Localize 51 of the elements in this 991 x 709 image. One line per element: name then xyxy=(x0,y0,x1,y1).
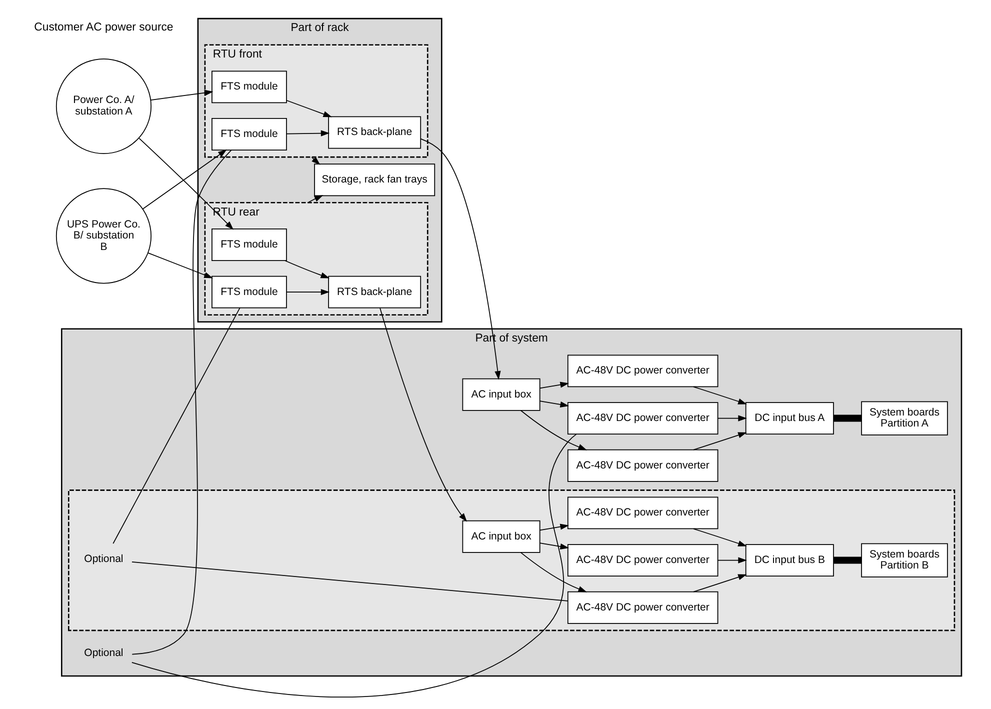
node-box: RTS back-plane xyxy=(328,276,421,308)
node-box: AC-48V DC power converter xyxy=(566,354,718,388)
node-box: AC input box xyxy=(462,520,540,553)
arrow xyxy=(286,100,332,118)
arrow xyxy=(539,524,569,531)
arrow xyxy=(539,400,569,408)
arrow xyxy=(520,410,587,450)
node-box: System boards Partition B xyxy=(860,543,948,578)
node-box: FTS module xyxy=(211,118,286,150)
node-box: DC input bus B xyxy=(744,544,834,577)
connector xyxy=(130,434,576,698)
node-box: FTS module xyxy=(211,276,286,308)
node-box: RTS back-plane xyxy=(328,116,421,149)
node-text: Optional xyxy=(84,646,123,659)
arrow xyxy=(310,156,320,165)
arrow xyxy=(147,252,212,278)
node-box: AC-48V DC power converter xyxy=(566,402,718,434)
node-box: System boards Partition A xyxy=(860,401,948,436)
node-box: AC-48V DC power converter xyxy=(566,591,718,624)
node-box: AC input box xyxy=(462,378,540,411)
connector xyxy=(131,150,232,655)
connector xyxy=(131,561,568,602)
arrow xyxy=(306,195,323,204)
arrow xyxy=(284,260,330,278)
arrow xyxy=(286,130,330,136)
arrow xyxy=(286,288,330,296)
label: Customer AC power source xyxy=(34,21,173,34)
node-box: FTS module xyxy=(211,228,286,261)
arrow xyxy=(539,542,569,550)
arrow xyxy=(379,308,467,522)
arrow xyxy=(520,552,587,592)
arrow xyxy=(142,150,226,210)
arrow xyxy=(138,138,234,230)
node-box: Storage, rack fan trays xyxy=(314,164,435,196)
node-text: Optional xyxy=(84,553,123,566)
connector xyxy=(833,556,861,564)
arrow xyxy=(717,557,746,564)
node-box: DC input bus A xyxy=(744,402,834,434)
node-circle: UPS Power Co. B/ substation B xyxy=(55,188,151,284)
arrow xyxy=(539,382,569,389)
node-box: AC-48V DC power converter xyxy=(566,449,718,482)
cluster xyxy=(68,490,955,632)
connector xyxy=(112,307,240,544)
arrow xyxy=(717,415,746,422)
node-box: AC-48V DC power converter xyxy=(566,496,718,530)
arrow xyxy=(420,138,500,380)
node-circle: Power Co. A/ substation A xyxy=(55,58,151,154)
node-box: FTS module xyxy=(211,70,286,104)
arrow xyxy=(150,90,213,100)
node-box: AC-48V DC power converter xyxy=(566,544,718,577)
connector xyxy=(833,414,861,422)
